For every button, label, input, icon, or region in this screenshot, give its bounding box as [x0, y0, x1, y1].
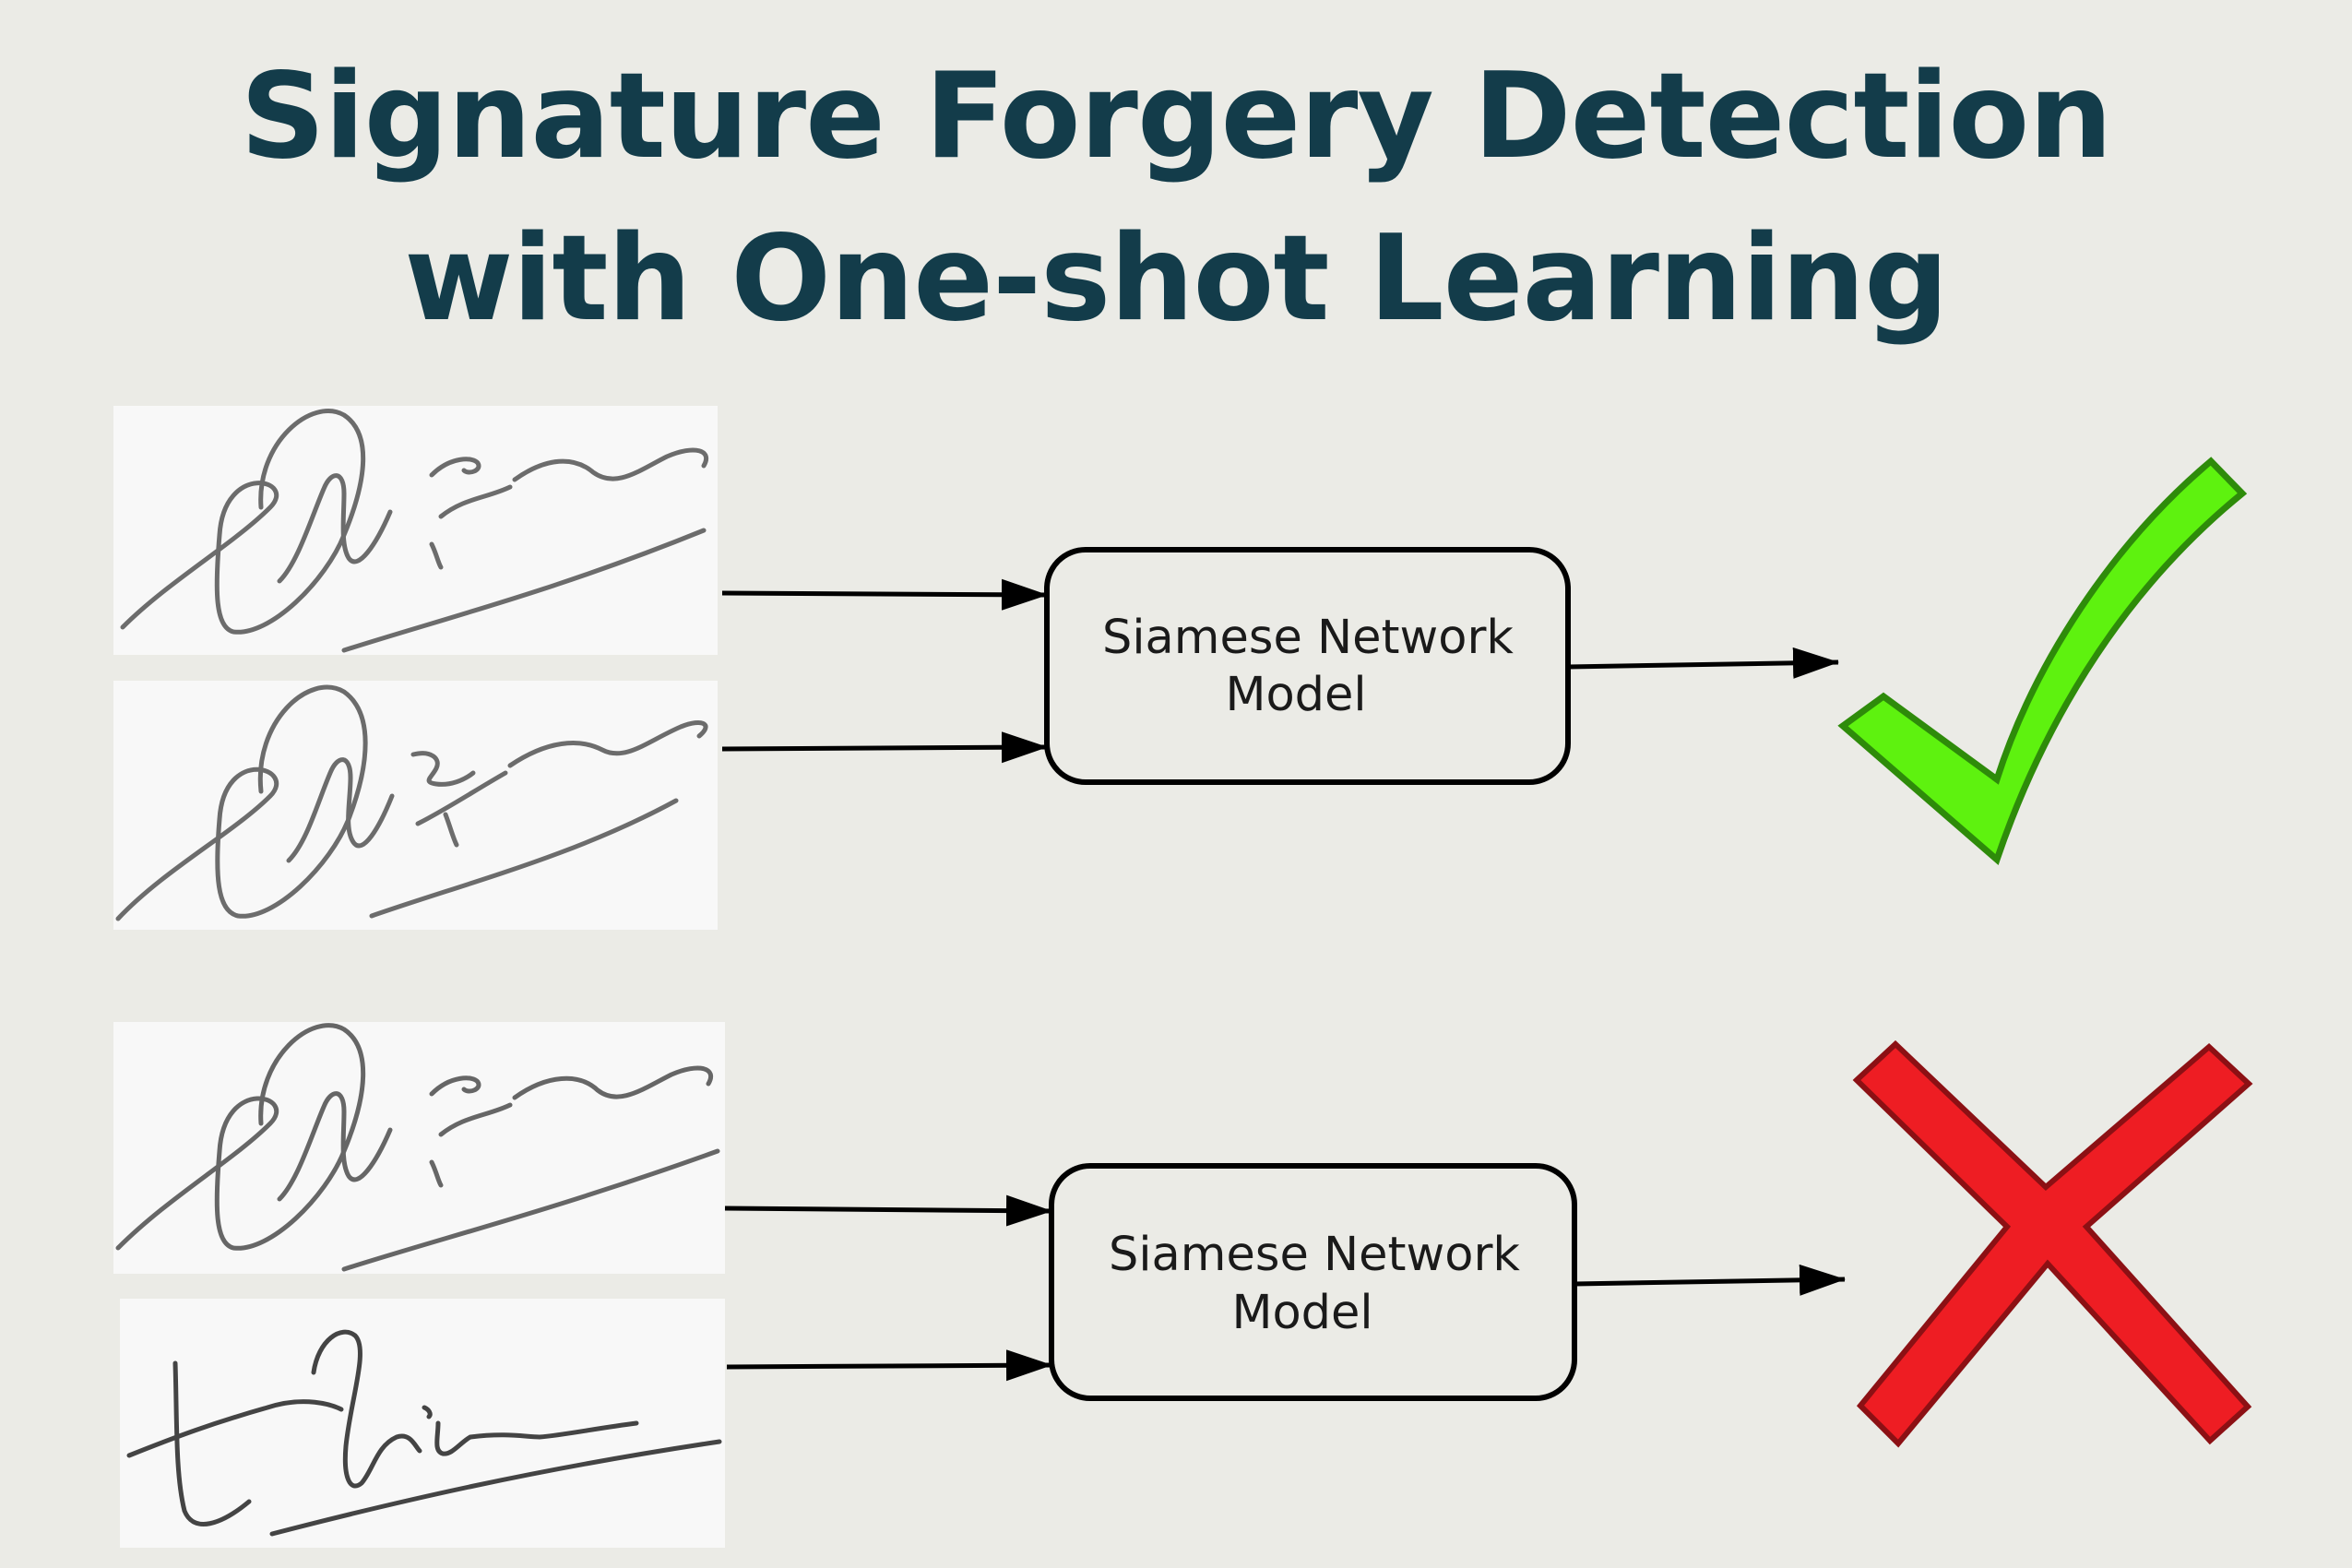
title-line-1: Signature Forgery Detection — [240, 48, 2113, 185]
model-label-1-line1: Siamese Network — [1102, 611, 1514, 665]
cross-icon — [1852, 1039, 2253, 1448]
arrow-input-2b — [726, 1349, 1052, 1382]
model-label-2-line2: Model — [1231, 1286, 1372, 1340]
signature-image-genuine-reference — [113, 406, 718, 655]
arrow-input-2a — [724, 1194, 1052, 1227]
check-icon — [1837, 457, 2248, 866]
signature-image-forged-sample — [120, 1299, 725, 1548]
siamese-model-box-2: Siamese Network Model — [1049, 1163, 1577, 1401]
arrow-output-1 — [1567, 647, 1839, 679]
title-line-2: with One-shot Learning — [404, 210, 1949, 348]
signature-image-genuine-reference-2 — [113, 1022, 725, 1274]
arrow-input-1b — [721, 731, 1048, 764]
model-label-1-line2: Model — [1225, 668, 1366, 722]
arrow-output-2 — [1574, 1264, 1846, 1296]
model-label-2-line1: Siamese Network — [1109, 1228, 1520, 1282]
arrow-input-1a — [721, 578, 1048, 611]
signature-image-genuine-sample — [113, 681, 718, 930]
siamese-model-box-1: Siamese Network Model — [1044, 547, 1571, 785]
